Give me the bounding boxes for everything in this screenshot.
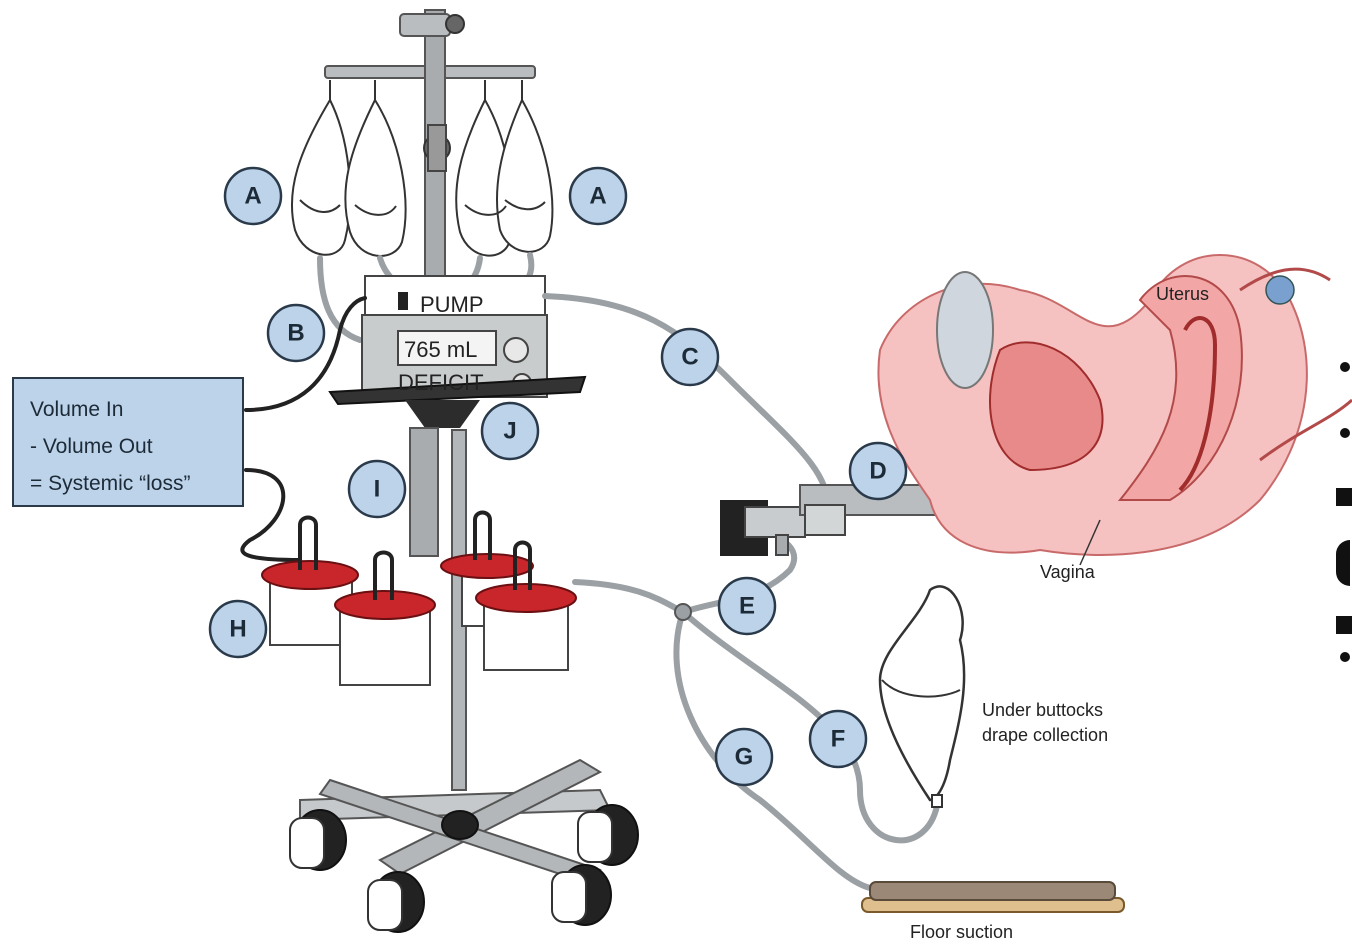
formula-line-volume-out: - Volume Out (30, 428, 226, 465)
marker-f: F (810, 711, 866, 767)
drape-caption-line1: Under buttocks (982, 700, 1103, 720)
pump-label: PUMP (420, 292, 484, 317)
fluid-bags (292, 80, 552, 256)
volume-formula-box: Volume In - Volume Out = Systemic “loss” (12, 377, 244, 507)
drape-caption-line2: drape collection (982, 725, 1108, 745)
svg-text:I: I (374, 476, 381, 503)
floor-suction-caption: Floor suction (910, 922, 1013, 942)
marker-e: E (719, 578, 775, 634)
marker-a-left: A (225, 168, 281, 224)
deficit-label: DEFICIT (398, 370, 484, 395)
deficit-readout: 765 mL (404, 337, 477, 362)
marker-b: B (268, 305, 324, 361)
floor-suction (862, 882, 1124, 912)
svg-text:A: A (244, 183, 261, 210)
svg-text:E: E (739, 593, 755, 620)
svg-text:C: C (681, 344, 698, 371)
marker-h: H (210, 601, 266, 657)
marker-g: G (716, 729, 772, 785)
formula-line-systemic-loss: = Systemic “loss” (30, 465, 226, 502)
edge-bullet-3 (1340, 652, 1350, 662)
marker-a-right: A (570, 168, 626, 224)
formula-line-volume-in: Volume In (30, 391, 226, 428)
svg-text:B: B (287, 320, 304, 347)
marker-j: J (482, 403, 538, 459)
svg-text:J: J (503, 418, 516, 445)
svg-text:D: D (869, 458, 886, 485)
drape-collection (880, 586, 964, 807)
edge-fragment-1 (1336, 488, 1352, 506)
edge-bullet-2 (1340, 428, 1350, 438)
edge-fragment-2 (1336, 540, 1350, 586)
svg-text:H: H (229, 616, 246, 643)
svg-text:F: F (831, 726, 846, 753)
svg-text:A: A (589, 183, 606, 210)
edge-fragment-3 (1336, 616, 1352, 634)
edge-bullet-1 (1340, 362, 1350, 372)
vagina-label: Vagina (1040, 562, 1096, 582)
pelvic-anatomy (878, 255, 1352, 565)
marker-d: D (850, 443, 906, 499)
uterus-label: Uterus (1156, 284, 1209, 304)
marker-i: I (349, 461, 405, 517)
svg-text:G: G (735, 744, 754, 771)
marker-c: C (662, 329, 718, 385)
